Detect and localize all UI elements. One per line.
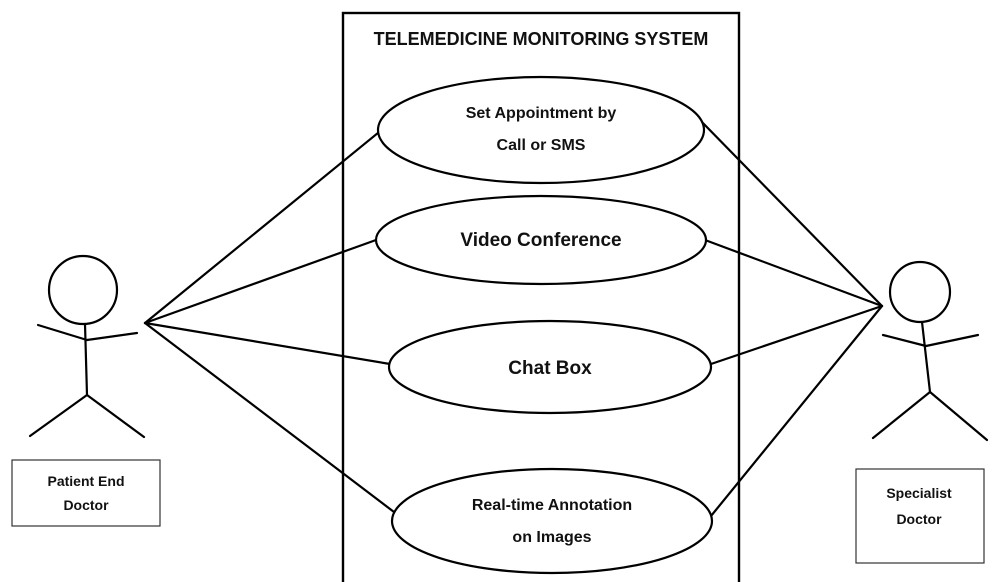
association-left-appointment [143, 126, 386, 325]
association-left-annotation [143, 321, 396, 514]
association-lines [143, 116, 884, 518]
association-right-appointment [696, 116, 884, 308]
actor-right-label-box [855, 468, 985, 564]
association-right-annotation [709, 304, 884, 518]
use-case-appointment-label-line2: Call or SMS [497, 137, 586, 154]
use-case-appointment-ellipse [376, 75, 706, 185]
use-case-video: Video Conference [374, 194, 708, 286]
actor-right-leg-right [928, 390, 989, 442]
actor-left-body [83, 322, 89, 397]
use-case-annotation: Real-time Annotation on Images [390, 467, 714, 575]
use-case-video-ellipse [374, 194, 708, 286]
association-right-video [703, 238, 884, 308]
use-case-annotation-label-line2: on Images [512, 529, 591, 546]
actor-left-arm-right [85, 331, 139, 342]
association-right-chat [709, 304, 884, 366]
actor-left-label-line2: Doctor [63, 497, 109, 513]
system-boundary: TELEMEDICINE MONITORING SYSTEM [341, 11, 741, 582]
actor-right-leg-left [871, 390, 932, 440]
actor-left-head [47, 254, 119, 326]
use-case-chat-label: Chat Box [508, 358, 592, 379]
system-title: TELEMEDICINE MONITORING SYSTEM [374, 29, 709, 49]
system-boundary-box [341, 11, 741, 582]
actor-left-label-line1: Patient End [47, 473, 124, 489]
actor-left-label-box [11, 459, 161, 527]
use-case-annotation-label-line1: Real-time Annotation [472, 497, 632, 514]
actor-right-body [920, 320, 932, 394]
use-case-chat-ellipse [387, 319, 713, 415]
use-case-appointment-label-line1: Set Appointment by [466, 105, 617, 122]
use-case-video-label: Video Conference [460, 230, 621, 251]
actor-right-arm-left [881, 333, 928, 348]
actor-left: Patient End Doctor [11, 254, 161, 527]
actor-left-leg-right [85, 393, 146, 439]
actor-right-arm-right [924, 333, 980, 348]
association-left-chat [143, 321, 392, 366]
actor-right: Specialist Doctor [855, 260, 989, 564]
actor-right-label-line2: Doctor [896, 511, 942, 527]
association-left-video [143, 238, 378, 325]
actor-left-leg-left [28, 393, 89, 438]
actor-left-arm-left [36, 323, 89, 342]
use-case-annotation-ellipse [390, 467, 714, 575]
use-case-appointment: Set Appointment by Call or SMS [376, 75, 706, 185]
actor-right-label-line1: Specialist [886, 485, 952, 501]
actor-right-head [888, 260, 952, 324]
use-case-chat: Chat Box [387, 319, 713, 415]
